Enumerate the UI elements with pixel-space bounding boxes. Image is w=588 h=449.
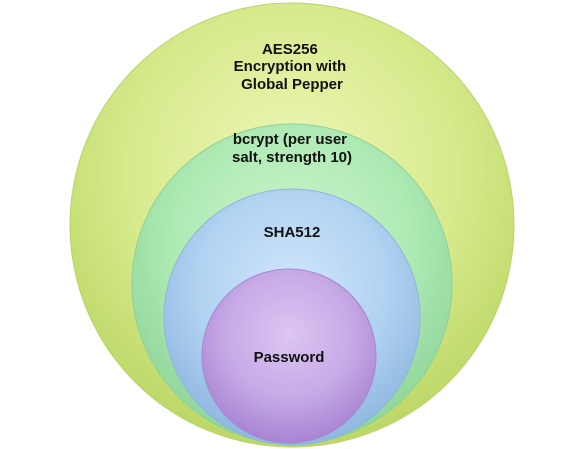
bcrypt-label: bcrypt (per user salt, strength 10) — [232, 131, 352, 166]
password-label-line: Password — [254, 349, 325, 366]
sha-label: SHA512 — [264, 224, 321, 241]
bcrypt-label-line: salt, strength 10) — [232, 149, 352, 166]
aes-label-line: AES256 — [262, 41, 318, 58]
layer-password: Password — [201, 268, 377, 444]
aes-label-line: Global Pepper — [241, 76, 343, 93]
sha-label-line: SHA512 — [264, 224, 321, 241]
aes-label-line: Encryption with — [234, 58, 347, 75]
password-label: Password — [254, 349, 325, 366]
password-circle — [201, 268, 377, 444]
aes-label: AES256 Encryption with Global Pepper — [234, 41, 351, 93]
bcrypt-label-line: bcrypt (per user — [233, 131, 347, 148]
